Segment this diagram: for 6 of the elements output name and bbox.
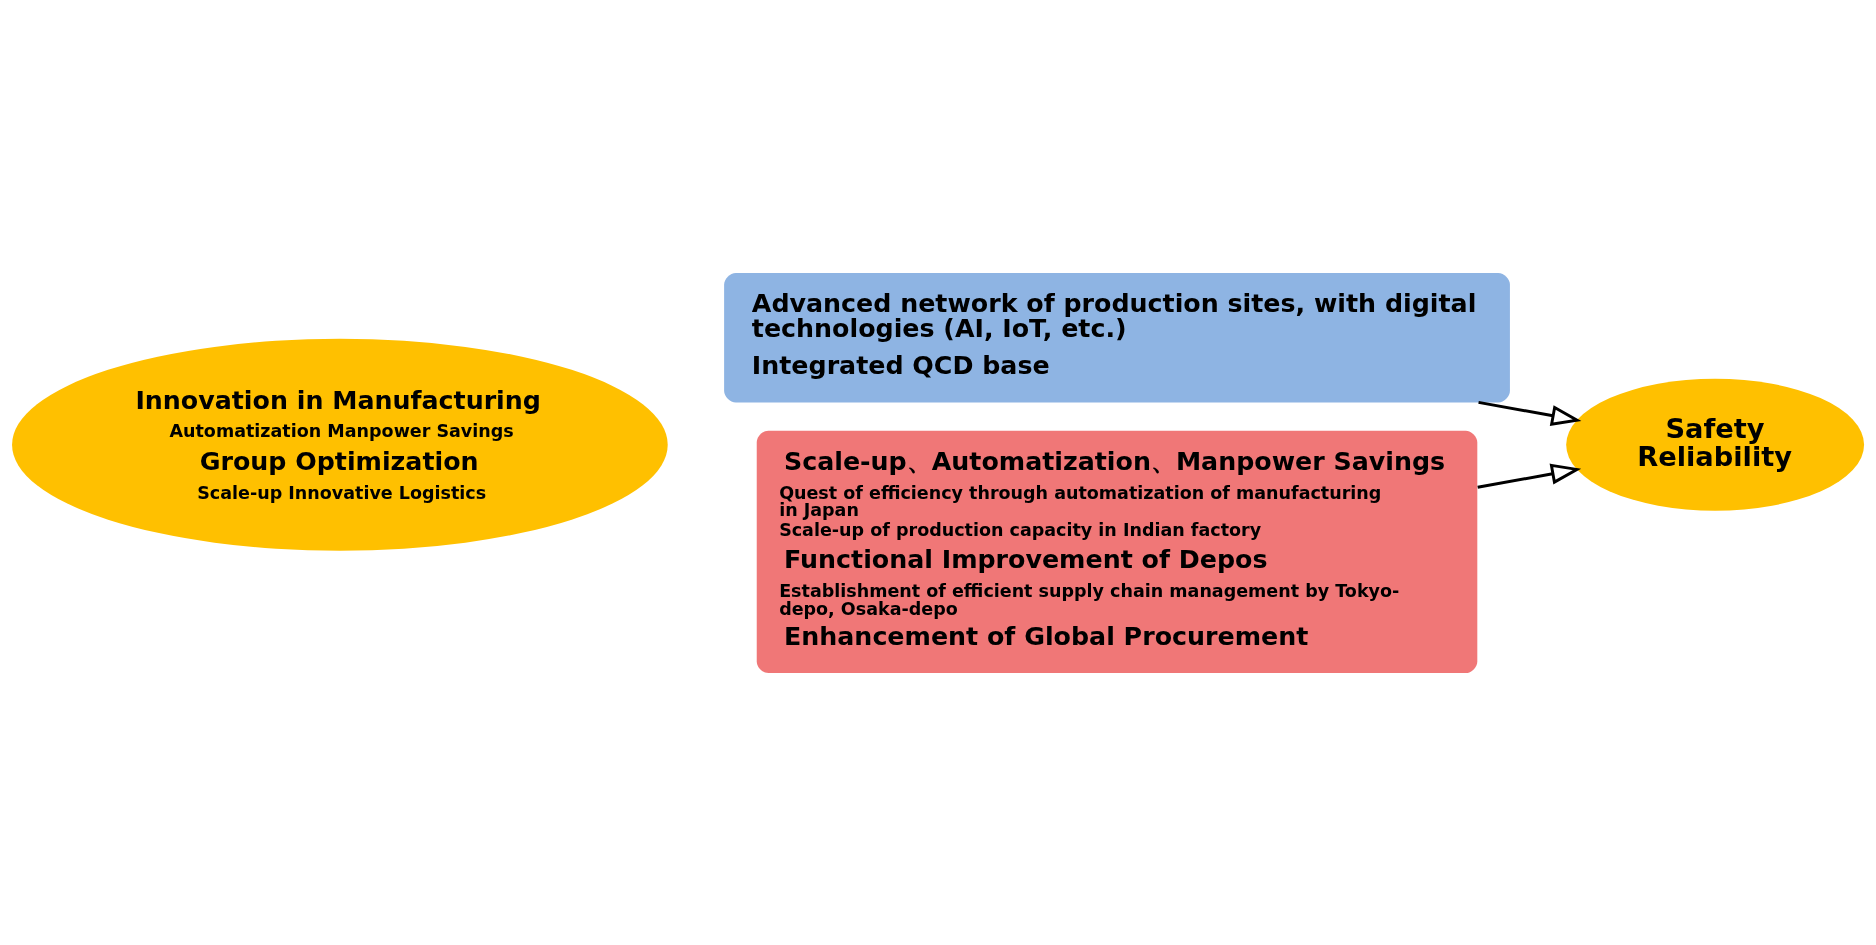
arrow <box>1477 463 1582 489</box>
node-ellipse: Innovation in Manufacturing Automatization Manpower Savings Group Optimization Scale-up Innovative Logistics <box>12 338 668 551</box>
node-box: Advanced network of production sites, with digital technologies (AI, IoT, etc.) Integrated QCD base <box>724 272 1510 402</box>
node-ellipse: Safety Reliability <box>1566 378 1865 511</box>
node-box: Scale-up、Automatization、Manpower Savings Quest of efficiency through automatization of manufacturing in Japan Scale-up of production capacity in Indian factory Functional Improvement of Depos Establishment of efficient supply chain management by Tokyo-depo, Osaka-depo Enhancement of Global Procurement <box>756 430 1478 673</box>
arrow <box>1478 400 1582 426</box>
